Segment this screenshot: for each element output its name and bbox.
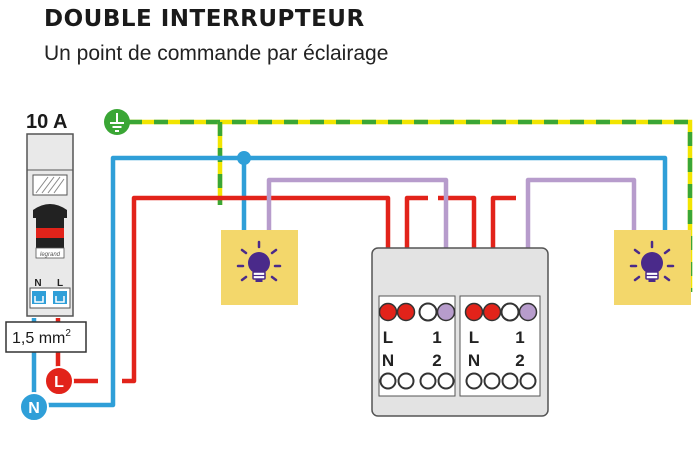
cable-section-label: 1,5 mm2 (5, 321, 87, 353)
switch-left-1-label: 1 (432, 328, 441, 347)
earth-icon (104, 109, 130, 135)
diagram-subtitle: Un point de commande par éclairage (44, 42, 389, 65)
switch-left-2-label: 2 (432, 351, 441, 370)
neutral-junction (237, 151, 251, 165)
svg-text:1,5 mm2: 1,5 mm2 (12, 328, 71, 347)
breaker-brand: legrand (40, 252, 61, 258)
switch-right-1-label: 1 (515, 328, 524, 347)
neutral-wire (31, 155, 668, 408)
switch-left-n-label: N (382, 351, 394, 370)
lamp-left (221, 230, 298, 305)
diagram-title: DOUBLE INTERRUPTEUR (44, 6, 365, 32)
switch-right: L 1 N 2 (464, 302, 538, 390)
circuit-breaker: legrand N L (26, 133, 74, 317)
switch-return-wire (266, 177, 637, 310)
switch-left: L 1 N 2 (378, 302, 456, 390)
cable-section-exp: 2 (65, 328, 71, 339)
breaker-n-label: N (34, 278, 41, 289)
switch-right-2-label: 2 (515, 351, 524, 370)
lamp-right (614, 230, 691, 305)
double-switch: L 1 N 2 L 1 N 2 (371, 247, 549, 417)
switch-right-n-label: N (468, 351, 480, 370)
breaker-l-label: L (57, 278, 63, 289)
live-terminal-label: L (54, 374, 64, 391)
cable-section-value: 1,5 mm (12, 330, 65, 347)
neutral-terminal-icon: N (19, 392, 49, 422)
live-terminal-icon: L (44, 366, 74, 396)
breaker-rating: 10 A (26, 111, 68, 133)
neutral-terminal-label: N (28, 400, 40, 417)
switch-left-l-label: L (383, 328, 393, 347)
switch-right-l-label: L (469, 328, 479, 347)
